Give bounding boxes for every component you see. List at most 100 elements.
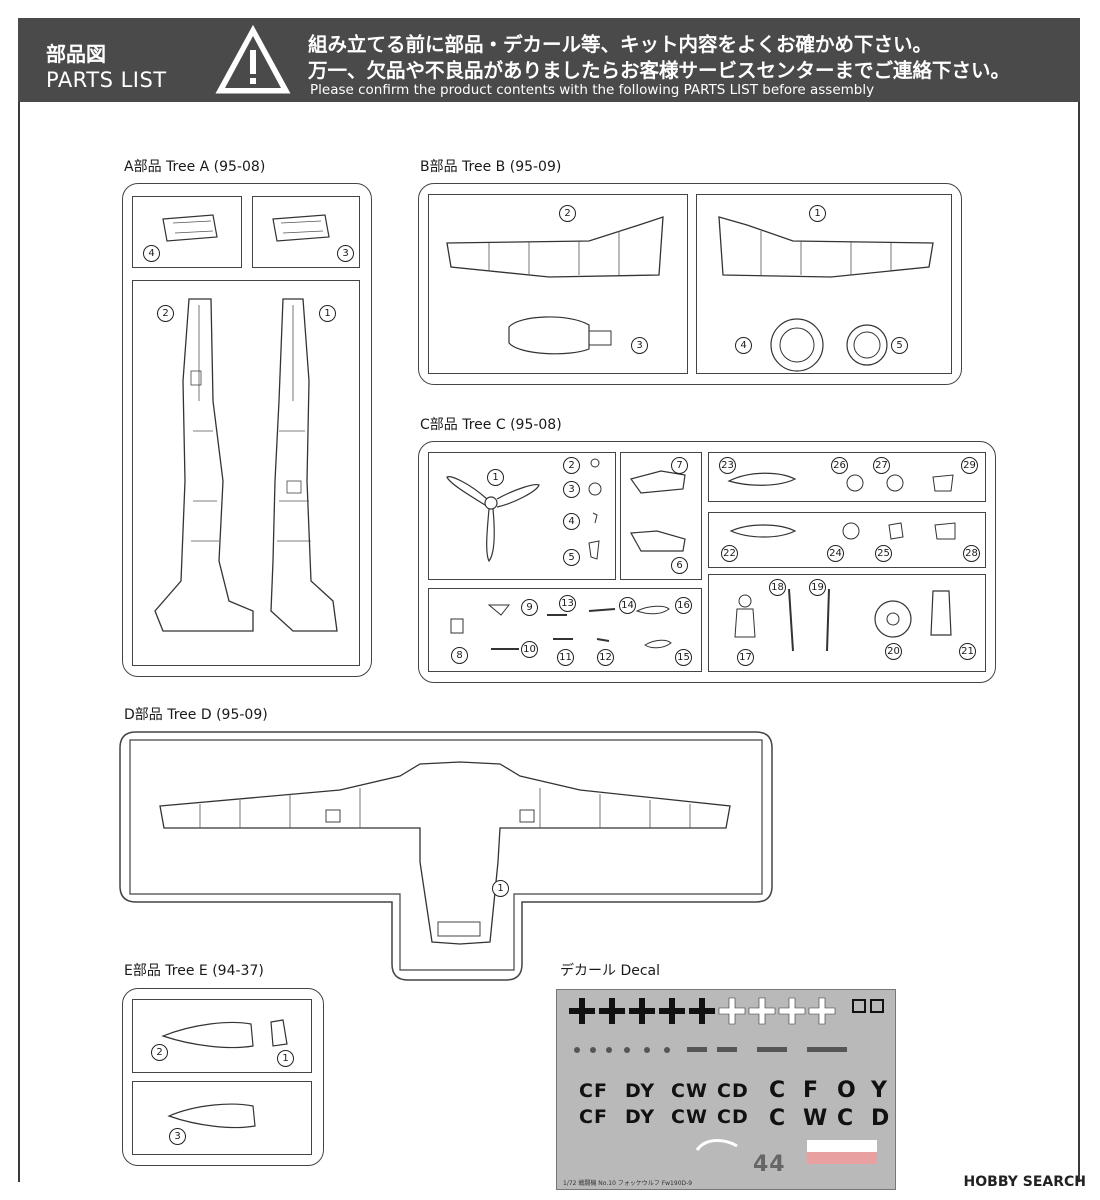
lower-wing-drawing (159, 761, 731, 945)
tree-c-label: C部品 Tree C (95-08) (420, 417, 562, 433)
part-number: 3 (631, 337, 648, 354)
decal-code: Y (871, 1078, 888, 1103)
warning-icon (215, 24, 291, 94)
part-number: 26 (831, 457, 848, 474)
tree-c-cell-small: 9 13 14 16 8 10 11 12 15 (428, 588, 702, 672)
part-number: 27 (873, 457, 890, 474)
tree-c-cell-figure: 18 19 17 20 21 (708, 574, 986, 672)
clear-canopy-2-drawing (167, 1103, 256, 1129)
part-number: 12 (597, 649, 614, 666)
part-number: 1 (809, 205, 826, 222)
part-number: 8 (451, 647, 468, 664)
part-number: 2 (559, 205, 576, 222)
decal-code: C (769, 1078, 787, 1103)
part-number: 6 (671, 557, 688, 574)
part-number: 1 (277, 1050, 294, 1067)
part-number: 10 (521, 641, 538, 658)
tree-a-cell-4: 4 (132, 196, 242, 268)
title-jp: 部品図 (46, 42, 106, 66)
frame-left-line (18, 102, 20, 1182)
wing-top-left-drawing (446, 216, 664, 355)
fuselage-halves-drawing (154, 298, 338, 632)
part-number: 14 (619, 597, 636, 614)
decal-sheet: CF DY CW CD C F O Y CF DY CW CD C W C D … (556, 989, 896, 1190)
decal-markings (569, 997, 884, 1164)
decal-code: O (837, 1078, 857, 1103)
tree-e-cell-top: 2 1 (132, 999, 312, 1073)
part-number: 24 (827, 545, 844, 562)
part-number: 19 (809, 579, 826, 596)
part-number: 2 (157, 305, 174, 322)
tree-d-frame (119, 731, 773, 981)
part-a4-drawing (162, 214, 218, 242)
part-number: 1 (319, 305, 336, 322)
part-number: 4 (563, 513, 580, 530)
part-number: 11 (557, 649, 574, 666)
part-number: 9 (521, 599, 538, 616)
decal-code: CF (579, 1106, 608, 1128)
canopy-frame-drawing (729, 522, 956, 540)
wing-top-right-drawing (718, 216, 934, 372)
tree-c-cell-legs: 7 6 (620, 452, 702, 580)
canopy-drawing (727, 472, 954, 492)
decal-code: CF (579, 1080, 608, 1102)
part-number: 1 (492, 880, 509, 897)
decal-code: C (837, 1106, 855, 1131)
part-number: 25 (875, 545, 892, 562)
part-number: 3 (169, 1128, 186, 1145)
part-number: 29 (961, 457, 978, 474)
part-number: 18 (769, 579, 786, 596)
tree-c-cell-prop: 1 2 3 4 5 (428, 452, 616, 580)
part-number: 28 (963, 545, 980, 562)
decal-number: 44 (753, 1152, 786, 1177)
part-number: 2 (563, 457, 580, 474)
decal-code: CD (717, 1080, 749, 1102)
part-number: 20 (885, 643, 902, 660)
header-banner: 部品図 PARTS LIST 組み立てる前に部品・デカール等、キット内容をよくお… (18, 18, 1080, 102)
clear-canopy-drawing (161, 1019, 288, 1049)
decal-code: DY (625, 1106, 656, 1128)
part-number: 22 (721, 545, 738, 562)
pilot-and-gear-drawing (734, 588, 952, 652)
decal-code: F (803, 1078, 820, 1103)
part-number: 5 (891, 337, 908, 354)
decal-code: D (871, 1106, 891, 1131)
decal-code: CW (671, 1080, 708, 1102)
part-number: 2 (151, 1044, 168, 1061)
part-number: 13 (559, 595, 576, 612)
tree-e-label: E部品 Tree E (94-37) (124, 963, 264, 979)
part-number: 23 (719, 457, 736, 474)
decal-code: CW (671, 1106, 708, 1128)
notice-en: Please confirm the product contents with… (310, 82, 875, 98)
frame-right-line (1078, 102, 1080, 1182)
part-number: 7 (671, 457, 688, 474)
decal-label: デカール Decal (560, 963, 661, 979)
part-number: 5 (563, 549, 580, 566)
tree-d-label: D部品 Tree D (95-09) (124, 707, 268, 723)
tree-a-cell-fuselage: 2 1 (132, 280, 360, 666)
tree-b-cell-right: 1 4 5 (696, 194, 952, 374)
part-number: 1 (487, 469, 504, 486)
decal-code: C (769, 1106, 787, 1131)
part-number: 4 (735, 337, 752, 354)
decal-code: W (803, 1106, 829, 1131)
gear-covers-drawing (630, 470, 686, 552)
decal-code: CD (717, 1106, 749, 1128)
tree-a-label: A部品 Tree A (95-08) (124, 159, 266, 175)
part-number: 3 (337, 245, 354, 262)
tree-b-label: B部品 Tree B (95-09) (420, 159, 562, 175)
tree-c-cell-canopy-b: 22 24 25 28 (708, 512, 986, 568)
decal-code: DY (625, 1080, 656, 1102)
propeller-drawing (446, 458, 602, 563)
part-number: 3 (563, 481, 580, 498)
tree-c-cell-canopy-a: 23 26 27 29 (708, 452, 986, 502)
tree-e-cell-bottom: 3 (132, 1081, 312, 1155)
part-a3-drawing (272, 214, 330, 242)
part-number: 4 (143, 245, 160, 262)
part-number: 21 (959, 643, 976, 660)
part-number: 17 (737, 649, 754, 666)
notice-jp-line1: 組み立てる前に部品・デカール等、キット内容をよくお確かめ下さい。 (308, 33, 933, 56)
title-en: PARTS LIST (46, 68, 167, 92)
small-parts-drawing (450, 604, 672, 650)
notice-jp-line2: 万一、欠品や不良品がありましたらお客様サービスセンターまでご連絡下さい。 (308, 59, 1011, 82)
